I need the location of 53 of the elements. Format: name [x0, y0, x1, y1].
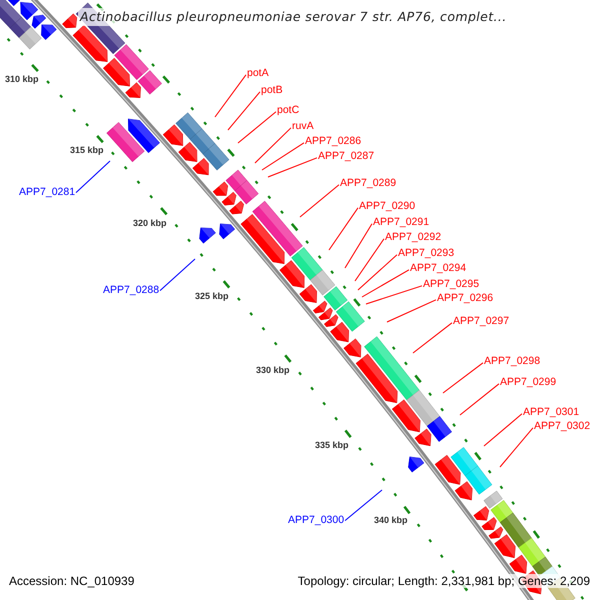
gene-label: APP7_0298 — [484, 355, 540, 367]
tick-label: 335 kbp — [315, 440, 349, 451]
leader-line — [354, 238, 384, 282]
leader-line — [412, 322, 452, 354]
gene-label: APP7_0287 — [318, 150, 374, 162]
accession-text: Accession: NC_010939 — [9, 574, 134, 588]
leader-line — [238, 111, 276, 144]
tick-label: 320 kbp — [133, 218, 167, 229]
leader-line — [300, 184, 340, 218]
gene-label: APP7_0289 — [340, 177, 396, 189]
tick-label: 325 kbp — [195, 291, 229, 302]
gene-label: APP7_0281 — [19, 186, 76, 198]
leader-line — [344, 490, 382, 522]
leader-line — [228, 91, 260, 130]
leader-line — [160, 258, 196, 292]
gene-label: APP7_0302 — [534, 420, 590, 432]
gene-label: APP7_0301 — [523, 406, 580, 418]
gene-label: APP7_0294 — [410, 262, 466, 274]
gene-label: APP7_0297 — [453, 315, 510, 327]
gene-label: APP7_0295 — [423, 278, 480, 290]
leader-line — [358, 254, 398, 290]
leader-line — [254, 127, 292, 164]
leader-line — [362, 269, 410, 298]
gene-label: potC — [277, 104, 300, 116]
gene-label: APP7_0300 — [288, 514, 344, 526]
gene-label: APP7_0290 — [359, 200, 416, 212]
gene-label: APP7_0299 — [500, 376, 556, 388]
gene-label: APP7_0293 — [398, 247, 454, 259]
gene-label: APP7_0288 — [103, 284, 160, 296]
leader-line — [344, 223, 372, 268]
gene-label: potA — [247, 67, 269, 79]
tick-label: 310 kbp — [5, 74, 39, 85]
leader-line — [366, 285, 422, 304]
leader-line — [460, 383, 500, 416]
leader-line — [500, 427, 534, 468]
tick-label: 315 kbp — [70, 145, 104, 156]
leader-line — [386, 299, 436, 322]
genome-summary-text: Topology: circular; Length: 2,331,981 bp; Genes: 2,209 — [298, 574, 590, 588]
leader-line — [442, 362, 484, 394]
leader-line — [262, 142, 304, 170]
tick-label: 330 kbp — [256, 365, 290, 376]
leader-line — [484, 413, 522, 446]
gene-label: ruvA — [292, 120, 314, 132]
leader-line — [328, 207, 358, 250]
leader-line — [214, 74, 246, 118]
leader-line — [76, 160, 110, 194]
gene-label: APP7_0286 — [305, 135, 362, 147]
gene-label: APP7_0291 — [373, 216, 430, 228]
leader-line — [268, 157, 318, 178]
gene-label: potB — [261, 84, 283, 96]
gene-label: APP7_0296 — [437, 292, 494, 304]
gene-label: APP7_0292 — [385, 231, 442, 243]
tick-label: 340 kbp — [374, 515, 408, 526]
